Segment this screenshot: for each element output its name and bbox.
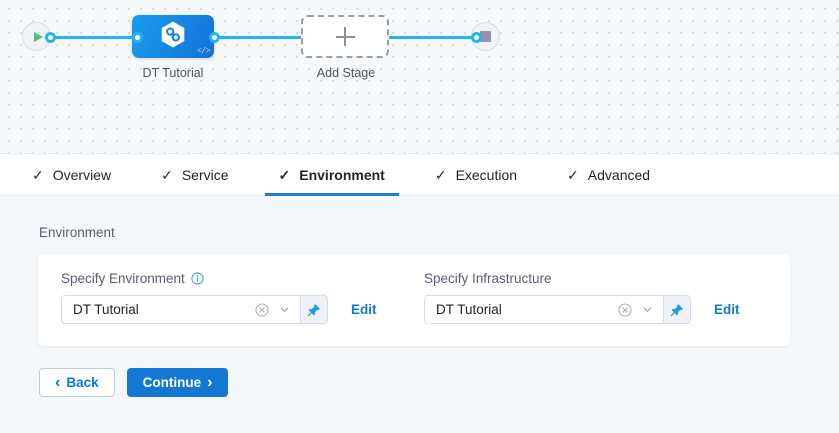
tab-service[interactable]: ✓ Service <box>147 154 242 195</box>
infrastructure-pin-button[interactable] <box>664 295 691 324</box>
environment-edit-link[interactable]: Edit <box>351 302 377 317</box>
check-icon: ✓ <box>161 166 173 183</box>
field-label-text: Specify Environment <box>61 271 185 286</box>
play-icon <box>33 31 43 42</box>
pin-icon <box>307 303 320 316</box>
specify-infrastructure-group: Specify Infrastructure DT Tutorial <box>424 271 740 324</box>
chevron-down-icon[interactable] <box>279 304 290 315</box>
tab-label: Execution <box>455 166 518 183</box>
infrastructure-select-value: DT Tutorial <box>436 302 502 317</box>
environment-select-value: DT Tutorial <box>73 302 139 317</box>
environment-card: Specify Environment DT Tutorial <box>38 254 790 346</box>
connector-port-start[interactable] <box>45 32 56 43</box>
tab-label: Overview <box>52 166 112 183</box>
check-icon: ✓ <box>567 166 579 183</box>
pipeline-canvas[interactable]: </> DT Tutorial Add Stage <box>0 0 839 153</box>
add-stage-label: Add Stage <box>316 66 376 80</box>
tab-overview[interactable]: ✓ Overview <box>18 154 125 195</box>
stage-node-dt-tutorial[interactable]: </> <box>132 15 214 58</box>
code-badge-icon: </> <box>197 47 210 56</box>
page-title: Environment <box>39 225 115 240</box>
tab-label: Service <box>181 166 229 183</box>
field-label-text: Specify Infrastructure <box>424 271 552 286</box>
continue-button-label: Continue <box>142 375 202 390</box>
continue-button[interactable]: Continue › <box>126 368 229 397</box>
connector-port-stage-left[interactable] <box>132 32 143 43</box>
plus-icon <box>335 27 355 46</box>
stage-tabbar: ✓ Overview ✓ Service ✓ Environment ✓ Exe… <box>0 153 839 196</box>
specify-infrastructure-label: Specify Infrastructure <box>424 271 740 286</box>
check-icon: ✓ <box>278 166 291 183</box>
infrastructure-select[interactable]: DT Tutorial <box>424 295 664 324</box>
info-icon[interactable] <box>191 272 204 285</box>
tab-environment[interactable]: ✓ Environment <box>264 154 400 196</box>
clear-circle-icon[interactable] <box>255 302 269 317</box>
back-button-label: Back <box>66 375 99 390</box>
specify-infrastructure-row: DT Tutorial <box>424 295 740 324</box>
check-icon: ✓ <box>32 166 44 183</box>
specify-environment-group: Specify Environment DT Tutorial <box>61 271 377 324</box>
environment-pane: Environment Specify Environment DT Tutor… <box>0 196 839 433</box>
connector-line-stage-to-addstage <box>213 36 308 39</box>
specify-environment-row: DT Tutorial <box>61 295 377 324</box>
back-button[interactable]: ‹ Back <box>39 368 115 397</box>
stage-node-label: DT Tutorial <box>142 66 204 80</box>
connector-line-start-to-stage <box>45 36 137 39</box>
tab-label: Advanced <box>587 166 651 183</box>
infrastructure-edit-link[interactable]: Edit <box>714 302 740 317</box>
connector-port-stage-right[interactable] <box>209 32 220 43</box>
chevron-down-icon[interactable] <box>642 304 653 315</box>
environment-pin-button[interactable] <box>301 295 328 324</box>
clear-circle-icon[interactable] <box>618 302 632 317</box>
chevron-left-icon: ‹ <box>55 373 61 391</box>
connector-port-end[interactable] <box>471 32 482 43</box>
harness-hexagon-icon <box>160 20 186 53</box>
chevron-right-icon: › <box>207 373 213 391</box>
tab-label: Environment <box>299 166 385 183</box>
check-icon: ✓ <box>434 166 447 183</box>
connector-line-addstage-to-end <box>385 36 477 39</box>
tab-execution[interactable]: ✓ Execution <box>421 154 531 195</box>
wizard-footer: ‹ Back Continue › <box>39 368 229 397</box>
add-stage-button[interactable] <box>301 15 389 58</box>
pin-icon <box>670 303 683 316</box>
environment-select[interactable]: DT Tutorial <box>61 295 301 324</box>
tab-advanced[interactable]: ✓ Advanced <box>553 154 664 195</box>
stop-icon <box>480 31 491 42</box>
specify-environment-label: Specify Environment <box>61 271 377 286</box>
